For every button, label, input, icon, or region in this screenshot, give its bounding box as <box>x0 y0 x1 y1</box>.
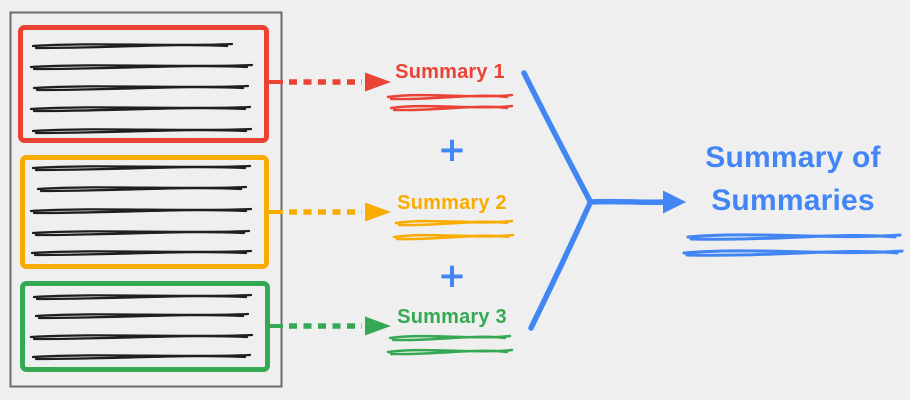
summary-3-label: Summary 3 <box>397 306 507 328</box>
chunk-3-arrow <box>268 316 391 336</box>
arrowhead-icon <box>365 316 391 336</box>
chunk-2-box <box>20 155 269 269</box>
merge-arrow <box>521 70 686 331</box>
plus-operator-top: + <box>437 130 467 170</box>
summary-2-label: Summary 2 <box>397 192 507 214</box>
result-label: Summary of Summaries <box>705 141 881 217</box>
summary-3-scribble <box>386 334 514 356</box>
document-frame <box>9 11 283 388</box>
result-scribble <box>682 233 904 257</box>
chunk-3-box <box>20 281 270 372</box>
summary-1-scribble <box>386 93 514 112</box>
summary-2-scribble <box>392 219 515 241</box>
summary-1-label: Summary 1 <box>395 61 505 83</box>
document-text-scribbles <box>29 42 254 361</box>
arrowhead-icon <box>663 190 686 214</box>
plus-operator-bottom: + <box>437 256 467 296</box>
chunk-1-arrow <box>266 72 391 92</box>
arrowhead-icon <box>365 202 391 222</box>
chunk-2-arrow <box>267 202 391 222</box>
arrowhead-icon <box>365 72 391 92</box>
